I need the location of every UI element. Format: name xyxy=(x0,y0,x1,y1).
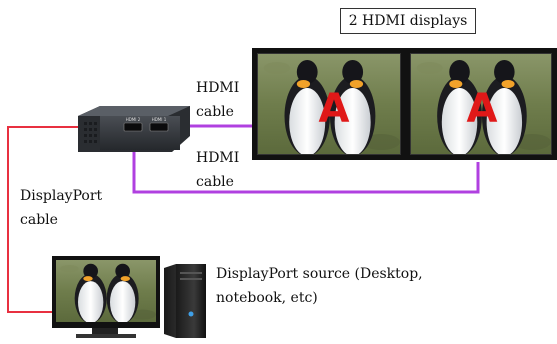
displayport-cable xyxy=(7,126,80,313)
title-2-hdmi-displays: 2 HDMI displays xyxy=(340,8,476,34)
label-hdmi-cable-bottom: HDMI cable xyxy=(196,146,239,194)
label-line: HDMI xyxy=(196,80,240,96)
label-line: HDMI xyxy=(196,150,240,166)
label-line: cable xyxy=(196,104,234,120)
label-displayport-source: DisplayPort source (Desktop, notebook, e… xyxy=(216,262,423,310)
label-line: DisplayPort source (Desktop, xyxy=(216,266,423,282)
hdmi-display-1: A xyxy=(252,48,406,160)
label-line: DisplayPort xyxy=(20,188,103,204)
port-label-hdmi2: HDMI 2 xyxy=(126,117,141,122)
label-displayport-cable: DisplayPort cable xyxy=(20,184,102,232)
displayport-source-computer xyxy=(52,256,206,338)
screen-letter-1: A xyxy=(319,86,350,132)
hdmi-splitter-box: HDMI 2 HDMI 1 xyxy=(78,106,190,152)
port-label-hdmi1: HDMI 1 xyxy=(152,117,167,122)
label-line: cable xyxy=(196,174,234,190)
label-line: notebook, etc) xyxy=(216,290,318,306)
label-line: cable xyxy=(20,212,58,228)
screen-letter-2: A xyxy=(467,86,498,132)
label-hdmi-cable-top: HDMI cable xyxy=(196,76,239,124)
hdmi-display-2: A xyxy=(405,48,557,160)
hdmi-cable-bottom xyxy=(132,142,480,194)
